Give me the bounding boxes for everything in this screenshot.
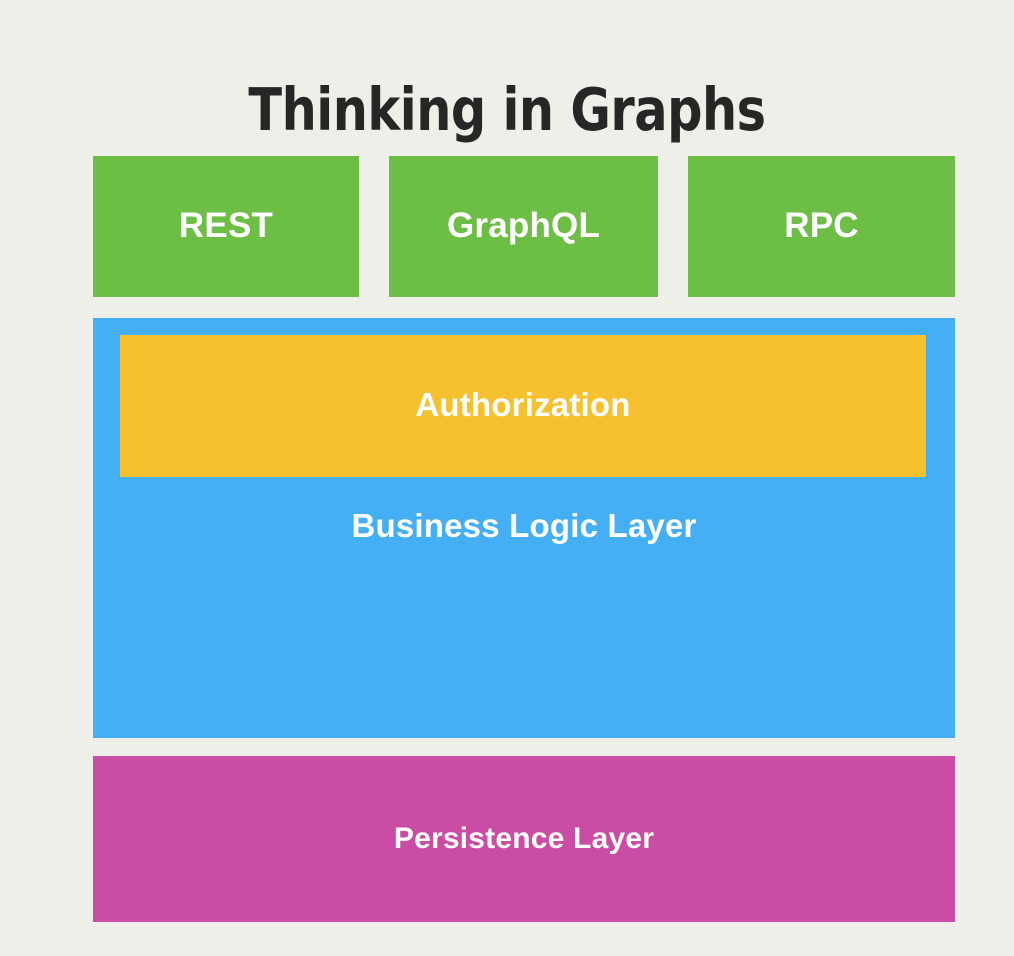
persistence-layer-box[interactable]: Persistence Layer: [93, 756, 955, 922]
page-title: Thinking in Graphs: [248, 74, 766, 144]
api-box-rest-label: REST: [178, 206, 274, 245]
business-logic-layer-label: Business Logic Layer: [351, 507, 697, 544]
business-logic-layer-box[interactable]: Authorization Business Logic Layer: [93, 318, 955, 738]
api-box-graphql-label: GraphQL: [446, 206, 601, 245]
authorization-label: Authorization: [415, 386, 631, 423]
bottom-caption: [0, 941, 1014, 956]
authorization-box[interactable]: Authorization: [120, 335, 926, 477]
persistence-layer-label: Persistence Layer: [393, 822, 655, 855]
api-box-rpc-label: RPC: [784, 206, 859, 245]
api-box-rpc[interactable]: RPC: [688, 156, 955, 297]
api-box-graphql[interactable]: GraphQL: [389, 156, 658, 297]
api-box-rest[interactable]: REST: [93, 156, 359, 297]
